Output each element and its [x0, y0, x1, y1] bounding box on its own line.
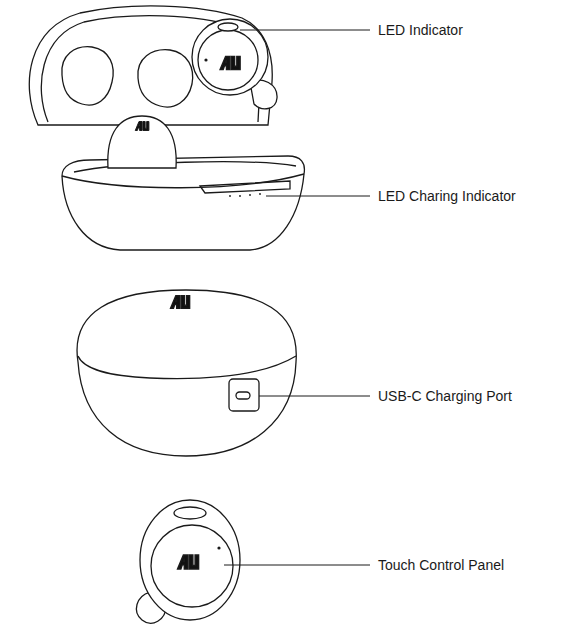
callout-label: LED Indicator — [378, 21, 463, 39]
charge-led — [239, 195, 241, 197]
callout-label: LED Charing Indicator — [378, 187, 516, 205]
closed-case — [77, 290, 296, 456]
usb-port-recess — [229, 379, 259, 411]
led-dot — [217, 546, 220, 549]
leader-line — [240, 30, 370, 31]
led-grille — [174, 507, 206, 519]
lid-outline — [29, 6, 272, 125]
lid-recess — [62, 47, 113, 105]
case-outline — [62, 156, 304, 250]
lid-recess — [138, 50, 193, 107]
charge-led — [229, 195, 231, 197]
brand-logo — [220, 56, 240, 69]
leader-line — [224, 565, 370, 566]
leader-line — [259, 396, 370, 397]
led-grille — [218, 23, 238, 31]
usb-c-port — [236, 392, 250, 399]
case-lid — [29, 6, 272, 125]
earbud-in-case — [108, 116, 176, 168]
case-seam — [78, 356, 296, 379]
brand-logo — [178, 555, 199, 569]
case-outline — [77, 290, 296, 456]
charge-led — [249, 194, 251, 196]
leader-lines — [224, 30, 370, 565]
earbud — [136, 500, 240, 623]
earbud-on-lid — [192, 19, 277, 109]
brand-logo — [135, 122, 149, 131]
earbud-face — [198, 30, 258, 90]
case-slot — [200, 181, 290, 193]
led-dot — [204, 58, 207, 61]
earbud-shell — [140, 500, 240, 620]
callout-label: Touch Control Panel — [378, 556, 504, 574]
case-rim — [62, 174, 304, 188]
brand-logo — [171, 296, 190, 309]
leader-line — [266, 196, 370, 197]
charge-led — [259, 193, 261, 195]
touch-panel — [151, 525, 233, 607]
case-body — [62, 116, 304, 250]
callout-label: USB-C Charging Port — [378, 387, 512, 405]
lid-inner — [41, 16, 260, 122]
